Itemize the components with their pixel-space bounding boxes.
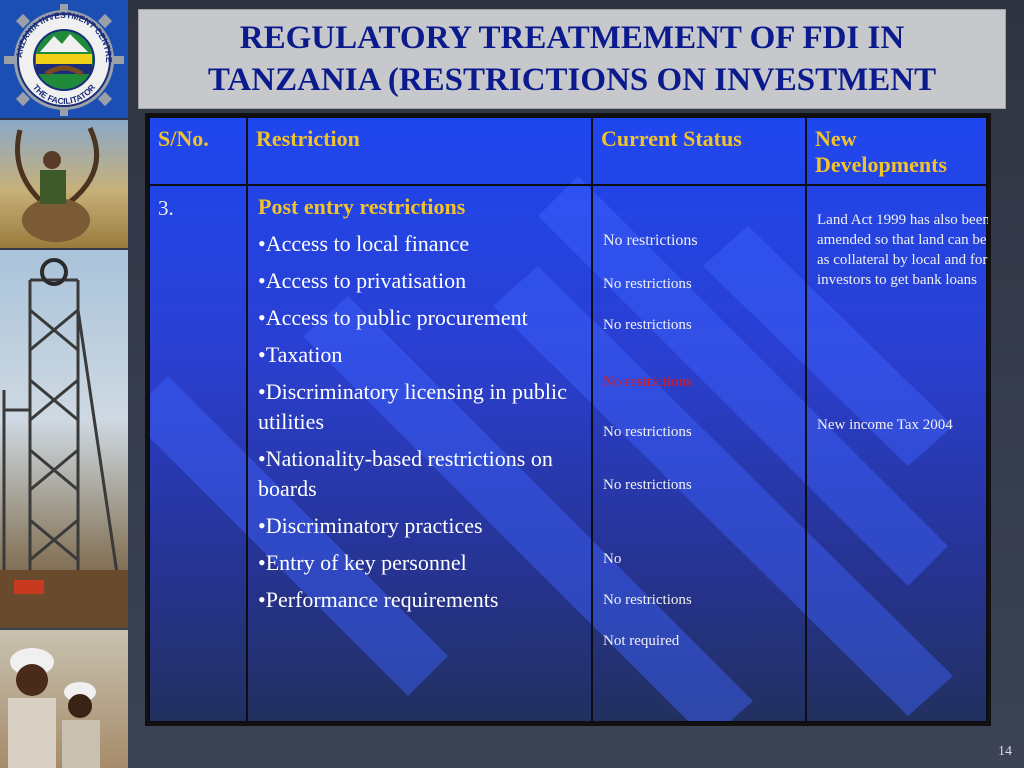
restrictions-table: S/No. Restriction Current Status New Dev… bbox=[148, 116, 988, 723]
restriction-item: •Access to local finance bbox=[258, 231, 470, 256]
cell-sno: 3. bbox=[148, 184, 248, 723]
status-value: No bbox=[603, 551, 622, 567]
slide-title-line2: TANZANIA (RESTRICTIONS ON INVESTMENT bbox=[207, 62, 937, 98]
development-note: New income Tax 2004 bbox=[817, 417, 953, 433]
slide-title-line1: REGULATORY TREATMEMENT OF FDI IN bbox=[239, 20, 905, 56]
title-box: REGULATORY TREATMEMENT OF FDI IN TANZANI… bbox=[138, 9, 1006, 109]
header-sno: S/No. bbox=[148, 116, 248, 186]
page-number: 14 bbox=[998, 744, 1012, 759]
status-value: No restrictions bbox=[603, 477, 692, 493]
slide-title: REGULATORY TREATMEMENT OF FDI IN TANZANI… bbox=[208, 17, 936, 101]
status-value: No restrictions bbox=[603, 317, 692, 333]
tic-logo-icon: TANZANIA INVESTMENT CENTRE THE FACILITAT… bbox=[0, 0, 124, 116]
restriction-item: •Access to privatisation bbox=[258, 268, 467, 293]
cell-restriction: Post entry restrictions •Access to local… bbox=[246, 184, 593, 723]
development-note: Land Act 1999 has also been amended so t… bbox=[817, 212, 990, 288]
cell-current-status: No restrictions No restrictions No restr… bbox=[591, 184, 807, 723]
status-value: No restrictions bbox=[603, 424, 692, 440]
status-value: No restrictions bbox=[603, 232, 698, 249]
restriction-item: •Entry of key personnel bbox=[258, 550, 467, 575]
hunter-with-kudu-photo bbox=[0, 120, 128, 248]
photo-sidebar: TANZANIA INVESTMENT CENTRE THE FACILITAT… bbox=[0, 0, 128, 768]
restriction-heading: Post entry restrictions bbox=[258, 194, 466, 219]
status-value-highlighted: No restrictions bbox=[603, 374, 692, 390]
sno-value: 3. bbox=[158, 196, 174, 220]
header-current-status: Current Status bbox=[591, 116, 807, 186]
restriction-item: •Taxation bbox=[258, 342, 343, 367]
restriction-item: •Discriminatory practices bbox=[258, 513, 483, 538]
restriction-item: •Access to public procurement bbox=[258, 305, 528, 330]
header-restriction: Restriction bbox=[246, 116, 593, 186]
miners-workers-photo bbox=[0, 630, 128, 768]
status-value: No restrictions bbox=[603, 276, 692, 292]
table-header-row: S/No. Restriction Current Status New Dev… bbox=[148, 116, 988, 186]
restriction-item: •Performance requirements bbox=[258, 587, 499, 612]
cell-new-developments: Land Act 1999 has also been amended so t… bbox=[805, 184, 988, 723]
mine-headframe-photo bbox=[0, 250, 128, 628]
tic-logo: TANZANIA INVESTMENT CENTRE THE FACILITAT… bbox=[0, 0, 128, 118]
header-new-developments: New Developments bbox=[805, 116, 988, 186]
table-row: 3. Post entry restrictions •Access to lo… bbox=[148, 184, 988, 723]
restriction-item: •Discriminatory licensing in public util… bbox=[258, 379, 567, 434]
status-value: No restrictions bbox=[603, 592, 692, 608]
status-value: Not required bbox=[603, 633, 680, 649]
restrictions-table-panel: S/No. Restriction Current Status New Dev… bbox=[145, 113, 991, 726]
restriction-item: •Nationality-based restrictions on board… bbox=[258, 446, 553, 501]
